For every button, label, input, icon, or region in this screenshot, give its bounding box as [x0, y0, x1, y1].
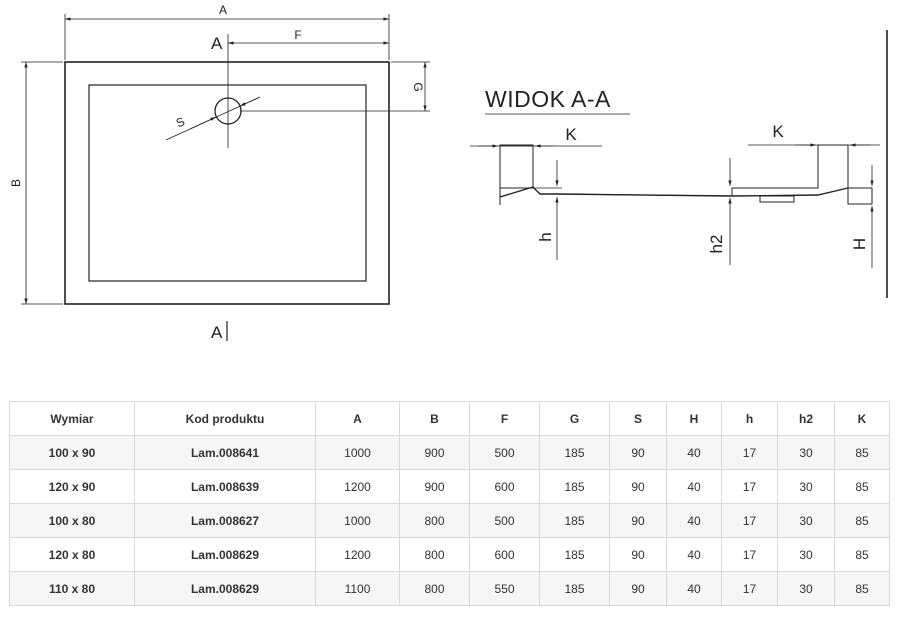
table-header-row: Wymiar Kod produktu A B F G S H h h2 K: [9, 401, 890, 436]
drain-icon: [214, 97, 242, 125]
table-cell: 500: [469, 435, 540, 470]
table-cell: 185: [539, 469, 610, 504]
header-cell: H: [666, 401, 722, 436]
table-cell: 40: [666, 435, 722, 470]
table-cell: 110 x 80: [9, 571, 135, 606]
header-cell: B: [399, 401, 470, 436]
dim-s-arrow-in: [189, 116, 217, 130]
table-cell: 85: [834, 503, 890, 538]
dim-h-label: h: [536, 232, 555, 241]
table-cell: 85: [834, 435, 890, 470]
tray-profile-right: [555, 144, 848, 197]
table-cell: 85: [834, 537, 890, 572]
table-cell: 185: [539, 571, 610, 606]
table-cell: 900: [399, 469, 470, 504]
table-cell: 800: [399, 537, 470, 572]
plan-view: A F A A G B S: [9, 3, 430, 342]
table-cell: 17: [721, 503, 778, 538]
table-cell: 1200: [315, 469, 400, 504]
table-cell: 185: [539, 503, 610, 538]
table-cell: 90: [609, 571, 667, 606]
table-cell: 17: [721, 469, 778, 504]
header-cell: K: [834, 401, 890, 436]
table-cell: 85: [834, 469, 890, 504]
table-cell: Lam.008629: [134, 571, 316, 606]
section-mark-bottom: A: [211, 323, 223, 342]
header-cell: Kod produktu: [134, 401, 316, 436]
table-cell: Lam.008639: [134, 469, 316, 504]
dim-H-label: H: [850, 238, 869, 250]
table-row: 100 x 90 Lam.008641 1000 900 500 185 90 …: [9, 435, 890, 470]
table-cell: 90: [609, 537, 667, 572]
right-leg: [847, 145, 873, 205]
table-cell: 17: [721, 571, 778, 606]
table-cell: 40: [666, 503, 722, 538]
table-cell: 1000: [315, 503, 400, 538]
table-cell: 600: [469, 537, 540, 572]
header-cell: S: [609, 401, 667, 436]
table-cell: 30: [777, 571, 835, 606]
table-cell: 100 x 80: [9, 503, 135, 538]
table-cell: 40: [666, 537, 722, 572]
table-cell: 120 x 90: [9, 469, 135, 504]
table-cell: 90: [609, 435, 667, 470]
table-cell: 900: [399, 435, 470, 470]
tray-outline: [64, 61, 390, 305]
dim-s-label: S: [174, 114, 187, 130]
table-cell: 800: [399, 571, 470, 606]
table-cell: 90: [609, 503, 667, 538]
table-cell: 185: [539, 435, 610, 470]
table-cell: 100 x 90: [9, 435, 135, 470]
dim-f-label: F: [294, 28, 301, 42]
header-cell: h2: [777, 401, 835, 436]
header-cell: A: [315, 401, 400, 436]
basin-outline: [88, 84, 367, 282]
table-cell: 500: [469, 503, 540, 538]
table-row: 100 x 80 Lam.008627 1000 800 500 185 90 …: [9, 503, 890, 538]
dim-h2-label: h2: [707, 235, 726, 254]
table-cell: 1200: [315, 537, 400, 572]
table-cell: 120 x 80: [9, 537, 135, 572]
table-cell: Lam.008627: [134, 503, 316, 538]
table-cell: 40: [666, 571, 722, 606]
dim-g-label: G: [411, 82, 425, 91]
header-cell: G: [539, 401, 610, 436]
table-cell: 800: [399, 503, 470, 538]
table-cell: 185: [539, 537, 610, 572]
table-row: 120 x 80 Lam.008629 1200 800 600 185 90 …: [9, 537, 890, 572]
table-cell: 1000: [315, 435, 400, 470]
table-row: 120 x 90 Lam.008639 1200 900 600 185 90 …: [9, 469, 890, 504]
table-cell: 17: [721, 537, 778, 572]
table-cell: 30: [777, 469, 835, 504]
section-view: WIDOK A-A K K h h2 H: [470, 30, 888, 298]
table-cell: Lam.008641: [134, 435, 316, 470]
dim-b-label: B: [9, 179, 23, 187]
table-cell: 1100: [315, 571, 400, 606]
header-cell: h: [721, 401, 778, 436]
dim-a-label: A: [219, 3, 227, 17]
technical-drawing: A F A A G B S WIDOK A-A: [9, 3, 888, 342]
drain-body: [759, 195, 795, 203]
table-cell: 30: [777, 503, 835, 538]
table-cell: Lam.008629: [134, 537, 316, 572]
table-cell: 40: [666, 469, 722, 504]
header-cell: Wymiar: [9, 401, 135, 436]
table-cell: 600: [469, 469, 540, 504]
tray-profile-right-bottom: [731, 187, 849, 197]
table-cell: 17: [721, 435, 778, 470]
section-title: WIDOK A-A: [485, 86, 611, 112]
dim-k-right-label: K: [772, 122, 784, 141]
dim-k-left-label: K: [565, 125, 577, 144]
section-mark-top: A: [211, 34, 223, 53]
table-cell: 550: [469, 571, 540, 606]
table-row: 110 x 80 Lam.008629 1100 800 550 185 90 …: [9, 571, 890, 606]
dimensions-table: Wymiar Kod produktu A B F G S H h h2 K 1…: [9, 401, 890, 606]
header-cell: F: [469, 401, 540, 436]
table-cell: 30: [777, 435, 835, 470]
table-cell: 30: [777, 537, 835, 572]
left-rim: [499, 144, 534, 205]
table-cell: 90: [609, 469, 667, 504]
table-cell: 85: [834, 571, 890, 606]
dim-s-arrow-out: [239, 97, 259, 107]
